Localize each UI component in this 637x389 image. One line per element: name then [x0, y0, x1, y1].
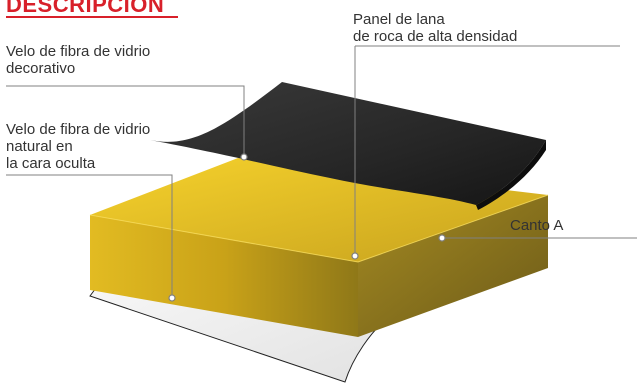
top-veil-thickness — [476, 140, 546, 210]
label-panel-line-2: de roca de alta densidad — [353, 28, 518, 45]
title-underline — [6, 16, 178, 18]
label-decorative-veil-line-2: decorativo — [6, 60, 76, 77]
leader-hidden-face-veil — [6, 174, 173, 298]
label-panel-line-1: Panel de lana — [353, 11, 445, 28]
dot-decorative-veil — [240, 153, 248, 161]
top-decorative-veil — [150, 82, 546, 205]
panel-front-face — [90, 215, 358, 337]
dot-edge — [438, 234, 446, 242]
leader-decorative-veil — [6, 85, 245, 157]
label-decorative-veil: Velo de fibra de vidrio decorativo — [6, 43, 150, 77]
label-edge: Canto A — [510, 217, 564, 234]
label-decorative-veil-line-1: Velo de fibra de vidrio — [6, 43, 151, 60]
label-hidden-face-veil: Velo de fibra de vidrio natural en la ca… — [6, 121, 150, 172]
label-hidden-face-veil-line-2: natural en — [6, 138, 73, 155]
label-hidden-face-veil-line-3: la cara oculta — [6, 155, 96, 172]
label-panel: Panel de lana de roca de alta densidad — [353, 11, 517, 45]
dot-hidden-face-veil — [168, 294, 176, 302]
leader-lines — [6, 45, 637, 298]
dot-panel — [351, 252, 359, 260]
section-title: DESCRIPCIÓN — [6, 0, 165, 17]
label-hidden-face-veil-line-1: Velo de fibra de vidrio — [6, 121, 151, 138]
panel-edge-highlight — [89, 194, 549, 263]
panel-side-face — [358, 195, 548, 337]
